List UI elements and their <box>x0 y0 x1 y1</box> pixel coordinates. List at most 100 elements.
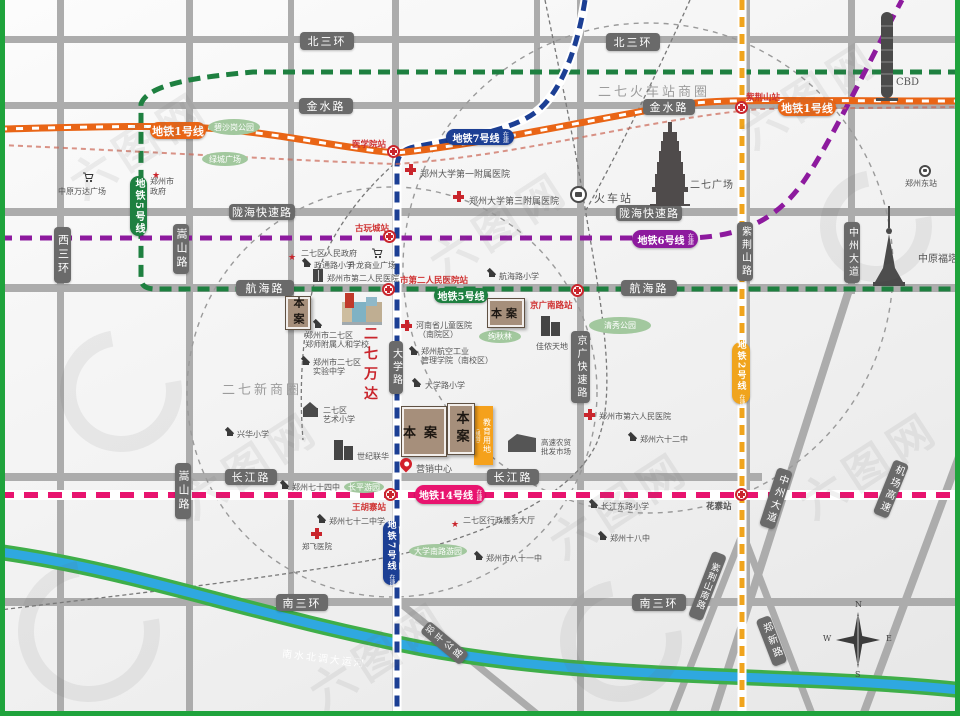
station-wanghuzhai-icon <box>384 488 397 501</box>
metro-line1-pill-west: 地铁1号线 <box>150 122 206 139</box>
zhongyuan-futa-icon <box>873 206 905 286</box>
building-icon-hosp-no2 <box>313 269 323 282</box>
road-songshan <box>186 0 193 716</box>
station-huazhai-label: 花寨站 <box>706 502 732 512</box>
pill-longhai-east: 陇海快速路 <box>616 205 682 221</box>
road-west-3rd-ring <box>57 0 64 716</box>
pill-zhongzhou-north: 中州大道 <box>844 222 860 283</box>
railway-jingguang <box>0 106 960 166</box>
poi-zhongyuan-wanda: 中原万达广场 <box>58 187 106 196</box>
school-icon-81 <box>473 551 485 561</box>
pill-zijingshan: 紫荆山路 <box>737 222 753 281</box>
school-icon-shifu <box>312 319 324 329</box>
cross-icon-hosp-no6 <box>584 409 595 420</box>
cart-icon-zhongyuan-wanda <box>83 172 94 183</box>
school-icon-hangkong <box>408 346 420 356</box>
poi-hosp-no2: 郑州市第二人民医院 <box>327 274 399 283</box>
metro-line1-pill-east: 地铁1号线 <box>778 99 836 116</box>
station-wanghuzhai-label: 王胡寨站 <box>352 503 387 513</box>
poi-marketing-center: 营销中心 <box>416 465 453 475</box>
edu-land-label: 教育用地 <box>482 417 492 454</box>
poi-jianong: 佳侬天地 <box>536 342 568 351</box>
pill-changjiang-west: 长江路 <box>225 469 277 485</box>
compass-e: E <box>886 634 892 643</box>
poi-shifu-l1: 郑州市二七区 <box>305 331 353 340</box>
cross-icon-zhengfei <box>311 528 322 539</box>
poi-erqi-gov: 二七区人民政府 <box>301 249 357 258</box>
page-edge-left <box>0 0 5 716</box>
project-site-box-4: 本案 <box>447 403 475 455</box>
metro-line5-pill-vert: 地铁5号线 <box>130 176 147 236</box>
compass-n: N <box>855 600 862 609</box>
metro-line14-pill: 地铁14号线在建 <box>415 485 485 504</box>
circle-new-business <box>186 186 598 598</box>
pill-longhai-west: 陇海快速路 <box>229 204 295 220</box>
road-south-3rd-ring <box>0 598 960 606</box>
school-icon-zhengtonglu <box>301 258 313 268</box>
pill-daxue: 大学路 <box>389 341 403 394</box>
wanda-plaza-building-icon <box>342 293 382 325</box>
cross-icon-hosp-fu3 <box>453 191 464 202</box>
park-daxuenanlu: 大学南路游园 <box>409 544 467 558</box>
poi-yishu-l1: 二七区 <box>323 406 347 415</box>
project-site-box-3: 本案 <box>401 406 447 457</box>
train-station-icon <box>570 186 587 203</box>
poi-erqi-square: 二七广场 <box>690 180 734 191</box>
poi-school-81: 郑州市八十一中 <box>486 554 542 563</box>
poi-hosp-fu3: 郑州大学第三附属医院 <box>469 197 560 207</box>
metro-line7-pill: 地铁7号线在建 <box>446 129 514 145</box>
pill-changjiang-east: 长江路 <box>487 469 539 485</box>
poi-school-18: 郑州十八中 <box>610 534 650 543</box>
station-no2hospital-label: 市第二人民医院站 <box>400 276 469 286</box>
pill-north3ring-west: 北三环 <box>300 32 354 50</box>
metro-line2-note: 在建 <box>738 394 745 407</box>
building-icon-jianong <box>541 316 560 336</box>
compass-w: W <box>823 634 832 643</box>
page-edge-right <box>955 0 960 716</box>
building-icon-shiji-lianhua <box>334 440 353 460</box>
metro-line1-label: 地铁1号线 <box>152 124 204 138</box>
metro-line2-label: 地铁2号线 <box>735 339 746 393</box>
railway-dashed-main <box>0 0 608 611</box>
poi-hangkong-l1: 郑州航空工业 <box>421 347 469 356</box>
pill-jingguang-express: 京广快速路 <box>571 331 590 403</box>
station-yixueyuan-icon <box>387 145 400 158</box>
poi-school-72: 郑州七十二中学 <box>329 517 385 526</box>
metro-line7-label-b: 地铁7号线 <box>385 519 396 573</box>
station-guwancheng-icon <box>383 230 396 243</box>
metro-line6-label: 地铁6号线 <box>637 235 685 247</box>
pill-songshan-north: 嵩山路 <box>173 224 189 274</box>
poi-shiyan-l2: 实验中学 <box>313 367 345 376</box>
school-icon-18 <box>597 531 609 541</box>
road-jinshui <box>0 102 960 109</box>
railway-dashed-ne <box>585 0 691 211</box>
park-changping: 长平游园 <box>344 481 384 493</box>
school-icon-62 <box>627 432 639 442</box>
poi-shifu-l2: 郑师附属人和学校 <box>305 340 369 349</box>
station-jingguangnanlu-icon <box>571 284 584 297</box>
poi-shiji-lianhua: 世纪联华 <box>357 452 389 461</box>
cbd-building-icon <box>876 12 898 101</box>
pill-south3ring-east: 南三环 <box>632 594 686 611</box>
cross-icon-children-hosp <box>401 320 412 331</box>
school-icon-74 <box>279 480 291 490</box>
compass-s: S <box>855 670 861 679</box>
poi-market-l2: 批发市场 <box>541 447 571 456</box>
poi-hangkong-l2: 管理学院（南校区） <box>421 356 493 365</box>
erqi-wanda-label: 二七万达 <box>362 326 378 406</box>
metro-line14-label: 地铁14号线 <box>419 491 473 502</box>
poi-daxuelu-school: 大学路小学 <box>425 381 465 390</box>
page-edge-bottom <box>0 711 960 716</box>
poi-xingzheng: 二七区行政服务大厅 <box>463 516 535 525</box>
poi-school-74: 郑州七十四中 <box>292 483 340 492</box>
road-changjiang <box>0 473 762 481</box>
park-bishagang: 碧沙岗公园 <box>208 119 260 135</box>
edu-land-note: (规划) <box>474 428 481 443</box>
poi-dongzhan: 郑州东站 <box>905 179 937 188</box>
river-water <box>0 547 960 695</box>
station-huazhai-icon <box>735 488 748 501</box>
station-jingguangnanlu-label: 京广南路站 <box>530 301 573 311</box>
poi-market-l1: 高速农贸 <box>541 438 571 447</box>
poi-shiyan-l1: 郑州市二七区 <box>313 358 361 367</box>
